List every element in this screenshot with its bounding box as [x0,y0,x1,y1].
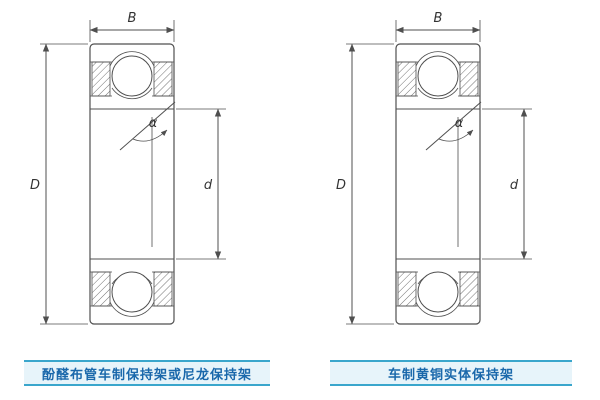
ball-bottom [111,271,153,313]
contact-angle-line [119,101,176,151]
dimension-bore-diameter: d [176,108,226,260]
ball-top [417,55,459,97]
label-width: B [434,11,443,26]
label-contact-angle: α [455,116,464,131]
label-contact-angle: α [149,116,158,131]
label-bore-diameter: d [204,178,213,193]
contact-angle-line [425,101,482,151]
caption-right-bearing: 车制黄铜实体保持架 [330,360,572,386]
bearing-figure-right: α B D d [334,10,564,354]
dimension-width: B [89,11,175,42]
bearing-figure-left: α B D d [28,10,258,354]
label-bore-diameter: d [510,178,519,193]
ball-bottom [417,271,459,313]
label-width: B [128,11,137,26]
dimension-contact-angle: α [132,116,168,142]
dimension-outer-diameter: D [336,43,394,325]
caption-text: 车制黄铜实体保持架 [387,367,514,383]
dimension-bore-diameter: d [482,108,532,260]
caption-text: 酚醛布管车制保持架或尼龙保持架 [41,367,252,383]
label-outer-diameter: D [336,178,346,193]
dimension-width: B [395,11,481,42]
label-outer-diameter: D [30,178,40,193]
bearing-body [89,43,176,325]
ball-top [111,55,153,97]
bearing-cross-section: α B D d [30,11,226,325]
bearing-body [395,43,482,325]
dimension-outer-diameter: D [30,43,88,325]
caption-left-bearing: 酚醛布管车制保持架或尼龙保持架 [24,360,270,386]
dimension-contact-angle: α [438,116,474,142]
bearing-cross-section: α B D d [336,11,532,325]
